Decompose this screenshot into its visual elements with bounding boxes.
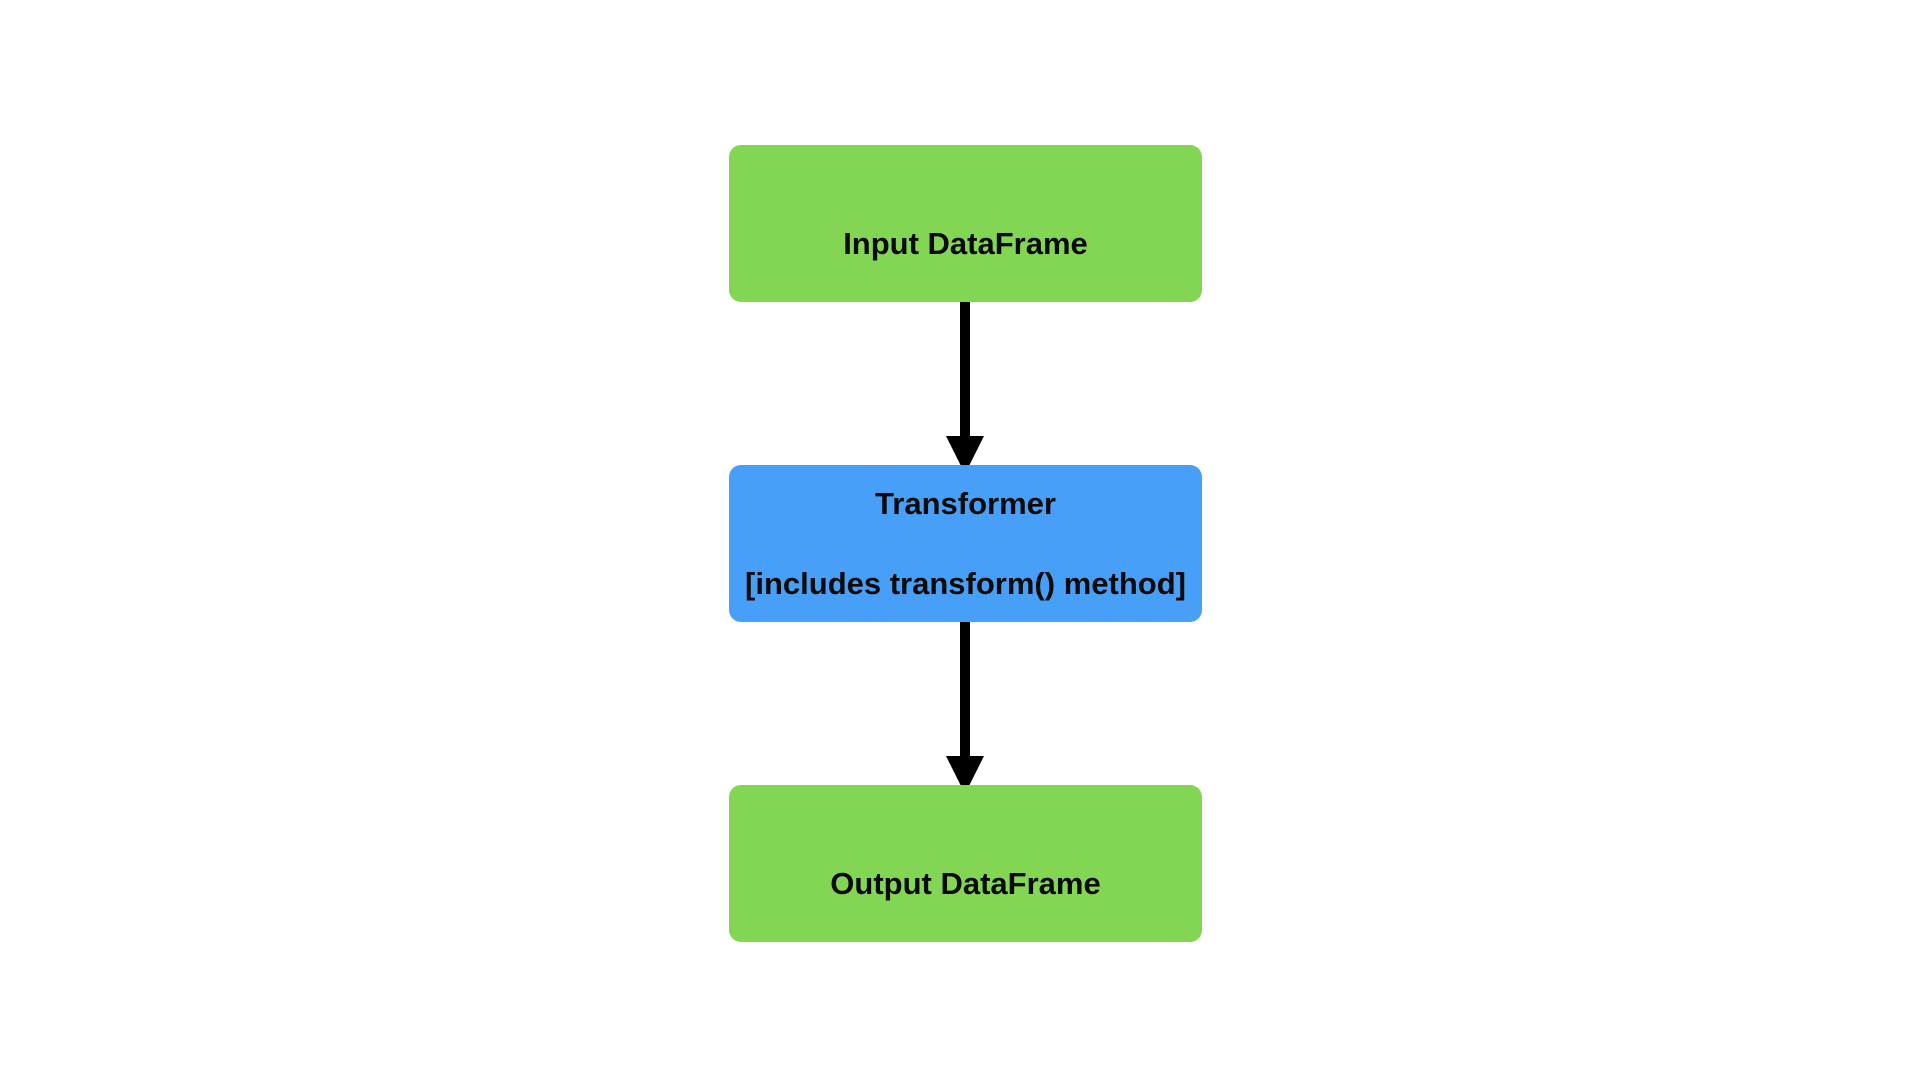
arrow-transformer-to-output	[946, 622, 984, 794]
transformer-title: Transformer	[875, 485, 1056, 521]
output-dataframe-text: Output DataFrame	[830, 865, 1101, 901]
input-dataframe-node: Input DataFrame	[729, 145, 1202, 302]
input-dataframe-label: Input DataFrame	[843, 184, 1088, 264]
transformer-label: Transformer [includes transform() method…	[745, 444, 1186, 644]
transformer-node: Transformer [includes transform() method…	[729, 465, 1202, 622]
input-dataframe-text: Input DataFrame	[843, 225, 1088, 261]
output-dataframe-node: Output DataFrame	[729, 785, 1202, 942]
output-dataframe-label: Output DataFrame	[830, 824, 1100, 904]
transformer-subtitle: [includes transform() method]	[745, 565, 1186, 601]
